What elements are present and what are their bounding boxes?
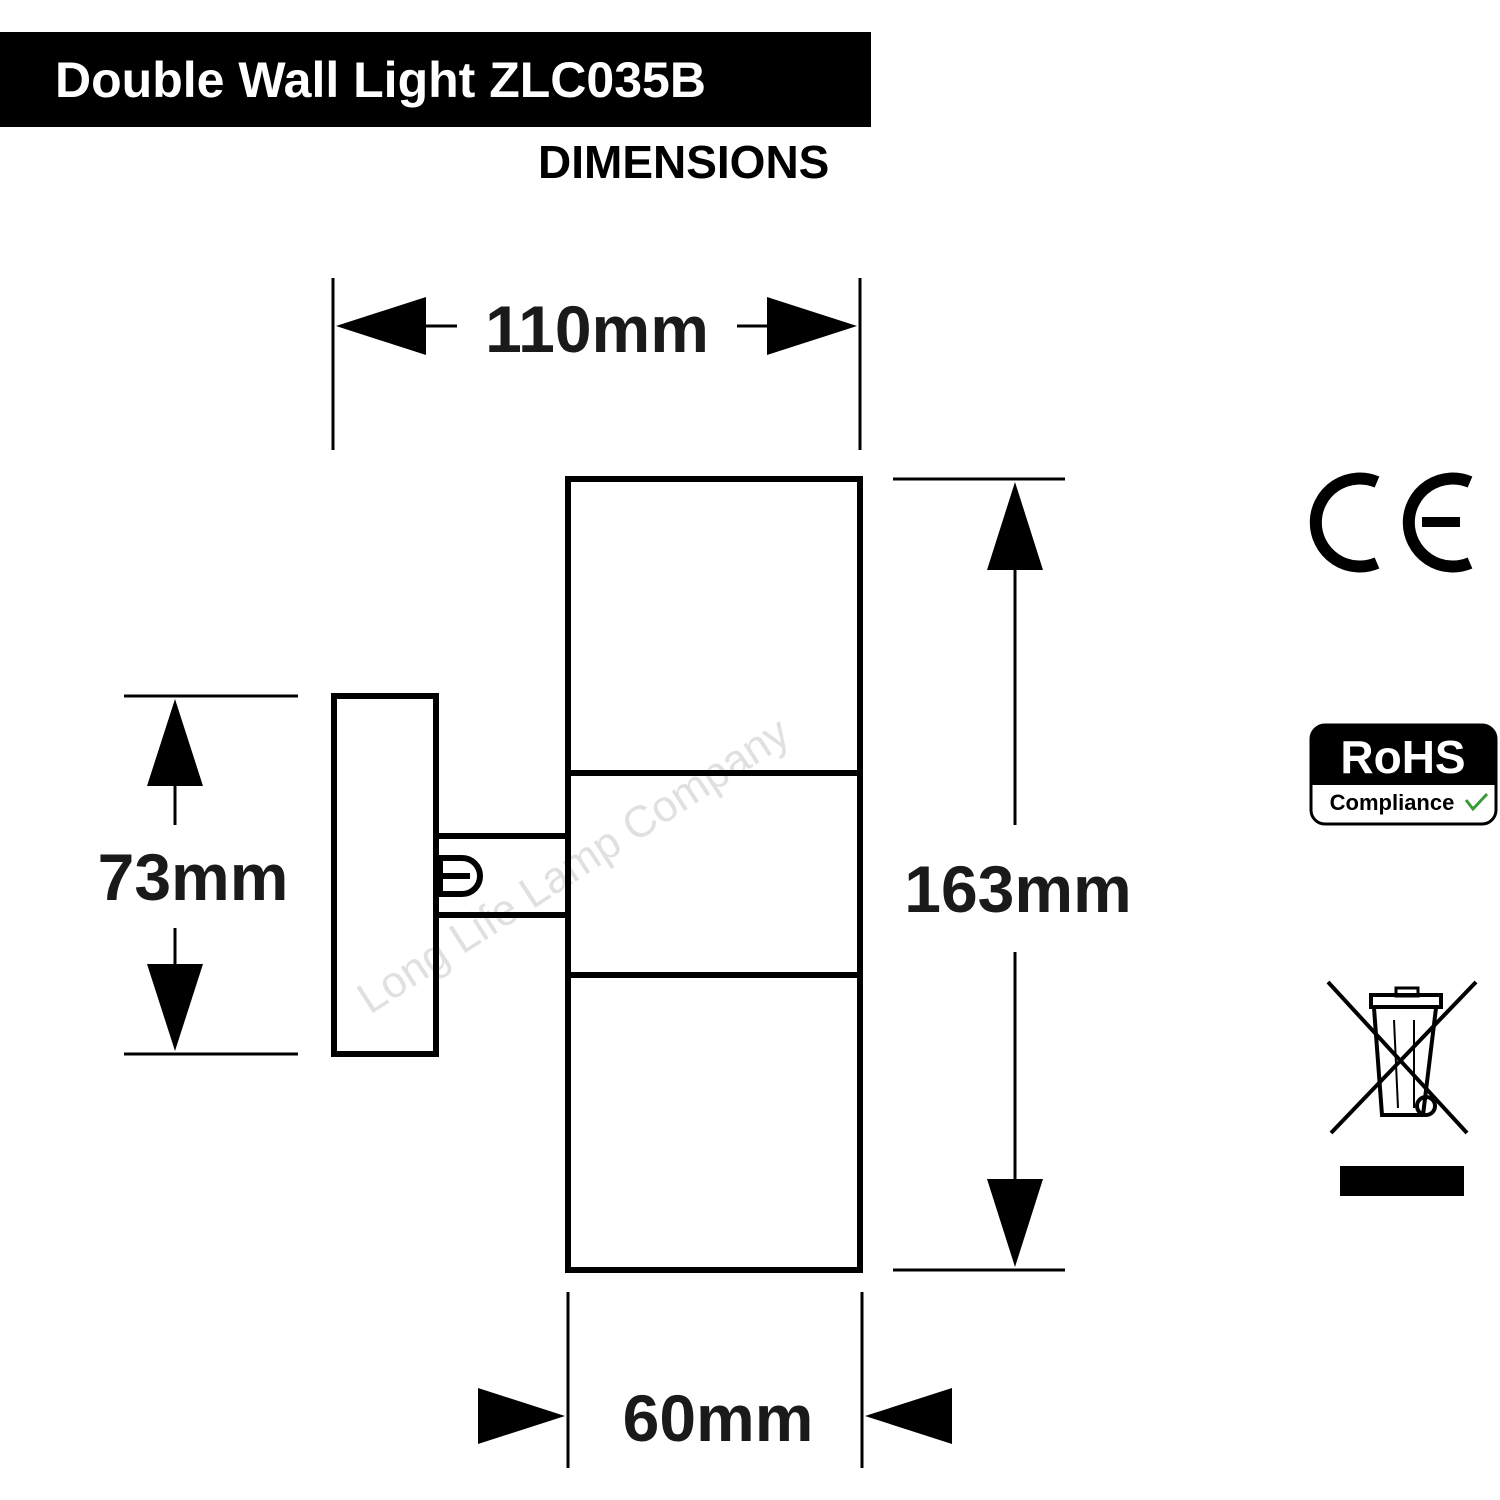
width-dimension: 110mm	[331, 278, 862, 450]
height-dimension: 163mm	[893, 477, 1132, 1272]
depth-arrow-right	[865, 1388, 952, 1444]
width-arrow-left	[336, 297, 426, 355]
backplate-height-label: 73mm	[98, 840, 289, 914]
screw-icon	[437, 855, 483, 897]
backplate-arrow-down	[147, 964, 203, 1051]
height-arrow-up	[987, 482, 1043, 570]
backplate-height-dimension: 73mm	[98, 694, 298, 1056]
width-arrow-right	[767, 297, 857, 355]
rohs-badge: RoHS Compliance	[1309, 723, 1498, 826]
depth-arrow-left	[478, 1388, 565, 1444]
page-subtitle: DIMENSIONS	[538, 136, 830, 188]
height-arrow-down	[987, 1179, 1043, 1267]
height-label: 163mm	[904, 852, 1132, 926]
light-body	[565, 476, 863, 1273]
depth-dimension: 60mm	[478, 1292, 952, 1468]
weee-bin-icon	[1326, 980, 1478, 1196]
page-title: Double Wall Light ZLC035B	[55, 52, 706, 108]
backplate-arrow-up	[147, 699, 203, 786]
backplate	[331, 693, 439, 1057]
width-label: 110mm	[485, 292, 709, 366]
depth-label: 60mm	[623, 1381, 814, 1455]
rohs-title: RoHS	[1340, 731, 1465, 783]
checkmark-icon	[1464, 792, 1489, 812]
weee-bar	[1340, 1166, 1464, 1196]
wall-bracket	[331, 693, 568, 1057]
ce-mark-icon	[1309, 472, 1473, 573]
rohs-subtitle: Compliance	[1330, 790, 1455, 815]
title-bar	[0, 32, 871, 127]
